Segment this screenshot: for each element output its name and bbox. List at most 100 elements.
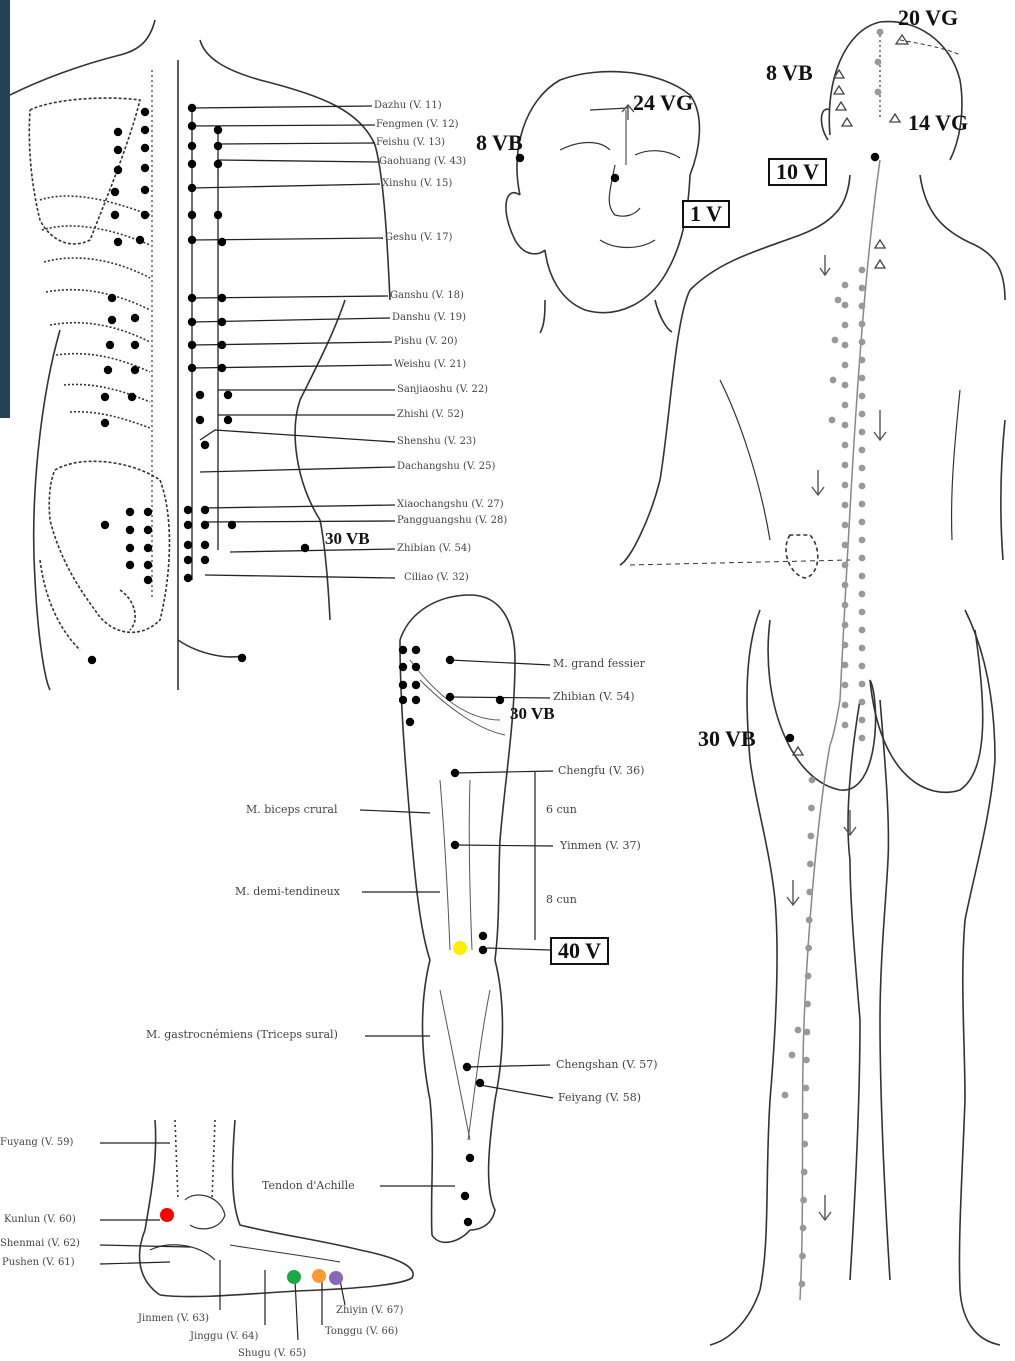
foot-label-fuyang: Fuyang (V. 59) — [0, 1137, 73, 1149]
acupoint-dot — [131, 314, 139, 322]
acupoint-dot — [88, 656, 96, 664]
meridian-dot — [859, 555, 866, 562]
point-label-sanjiaoshu: Sanjiaoshu (V. 22) — [397, 384, 488, 396]
acupoint-dot — [399, 696, 407, 704]
acupoint-dot — [188, 122, 196, 130]
acupoint-dot — [218, 294, 226, 302]
acupoint-dot — [144, 508, 152, 516]
acupoint-dot — [786, 734, 794, 742]
acupoint-dot — [451, 769, 459, 777]
meridian-dot — [799, 1253, 806, 1260]
acupoint-dot — [108, 294, 116, 302]
foot-label-tonggu: Tonggu (V. 66) — [325, 1326, 398, 1338]
back-chart-outline — [10, 20, 390, 690]
acupoint-dot — [141, 144, 149, 152]
acupoint-dot — [214, 160, 222, 168]
point-label-zhibian: Zhibian (V. 54) — [397, 543, 471, 555]
acupoint-dot — [228, 521, 236, 529]
acupoint-dot — [201, 541, 209, 549]
leg-label-chengfu: Chengfu (V. 36) — [558, 765, 644, 777]
leg-label-8cun: 8 cun — [546, 894, 577, 906]
meridian-dot — [842, 662, 849, 669]
acupoint-dot — [126, 508, 134, 516]
acupoint-dot — [126, 561, 134, 569]
foot-label-pushen: Pushen (V. 61) — [2, 1257, 75, 1269]
acupoint-dot — [141, 108, 149, 116]
meridian-dot — [875, 59, 882, 66]
grey-meridian-dots — [782, 29, 884, 1288]
foot-label-jinmen: Jinmen (V. 63) — [138, 1313, 209, 1325]
meridian-dot — [859, 699, 866, 706]
acupoint-dot — [101, 521, 109, 529]
acupoint-dot — [406, 718, 414, 726]
acupoint-dot — [201, 521, 209, 529]
acupoint-dot — [463, 1063, 471, 1071]
meridian-dot — [842, 302, 849, 309]
leg-label-feiyang: Feiyang (V. 58) — [558, 1092, 641, 1104]
meridian-dot — [832, 337, 839, 344]
acupoint-dot — [144, 544, 152, 552]
meridian-dot — [859, 483, 866, 490]
point-label-pangguangshu: Pangguangshu (V. 28) — [397, 515, 507, 527]
body-label-8vb: 8 VB — [766, 62, 813, 84]
meridian-dot — [859, 267, 866, 274]
foot-drawing — [140, 1120, 414, 1297]
point-label-feishu: Feishu (V. 13) — [376, 137, 445, 149]
acupoint-dot — [144, 576, 152, 584]
meridian-dot — [801, 1141, 808, 1148]
leg-leader-lines — [360, 660, 553, 1186]
leg-label-demi-tendineux: M. demi-tendineux — [235, 886, 340, 898]
acupoint-dot — [141, 164, 149, 172]
acupoint-dot — [201, 441, 209, 449]
acupoint-dot — [218, 238, 226, 246]
meridian-dot — [859, 501, 866, 508]
meridian-dot — [804, 1029, 811, 1036]
meridian-dot — [842, 282, 849, 289]
meridian-dot — [859, 735, 866, 742]
acupoint-dot — [218, 341, 226, 349]
acupoint-dot — [412, 696, 420, 704]
acupoint-dot — [611, 174, 619, 182]
head-label-8vb: 8 VB — [476, 132, 523, 154]
meridian-dot — [842, 682, 849, 689]
acupoint-dot — [238, 654, 246, 662]
highlight-point-green — [287, 1270, 301, 1284]
meridian-dot — [842, 442, 849, 449]
body-label-14vg: 14 VG — [908, 112, 968, 134]
meridian-dot — [859, 645, 866, 652]
acupoint-dot — [461, 1192, 469, 1200]
meridian-dot — [842, 642, 849, 649]
point-label-geshu: Geshu (V. 17) — [385, 232, 452, 244]
meridian-dot — [859, 411, 866, 418]
meridian-dot — [842, 522, 849, 529]
acupoint-dot — [196, 391, 204, 399]
acupoint-dot — [188, 184, 196, 192]
meridian-dot — [842, 462, 849, 469]
acupoint-dot — [446, 693, 454, 701]
acupoint-dot — [111, 211, 119, 219]
acupoint-dot — [184, 506, 192, 514]
acupoint-dot — [141, 126, 149, 134]
point-label-dazhu: Dazhu (V. 11) — [374, 100, 442, 112]
acupoint-dot — [131, 341, 139, 349]
meridian-dot — [842, 702, 849, 709]
point-label-pishu: Pishu (V. 20) — [394, 336, 457, 348]
meridian-dot — [859, 447, 866, 454]
back-chart-tag-30vb: 30 VB — [325, 528, 370, 550]
leg-tag-30vb: 30 VB — [510, 703, 555, 725]
meridian-dot — [842, 722, 849, 729]
acupoint-dot — [476, 1079, 484, 1087]
meridian-dot — [859, 285, 866, 292]
acupoint-dot — [196, 416, 204, 424]
meridian-dot — [859, 609, 866, 616]
acupoint-dot — [188, 364, 196, 372]
acupoint-dot — [188, 211, 196, 219]
foot-leader-lines — [100, 1143, 345, 1340]
meridian-dot — [829, 417, 836, 424]
acupoint-dot — [479, 946, 487, 954]
acupoint-dot — [131, 366, 139, 374]
meridian-dot — [805, 973, 812, 980]
meridian-dot — [807, 833, 814, 840]
acupoint-dot — [412, 681, 420, 689]
triangle-markers — [793, 35, 908, 755]
